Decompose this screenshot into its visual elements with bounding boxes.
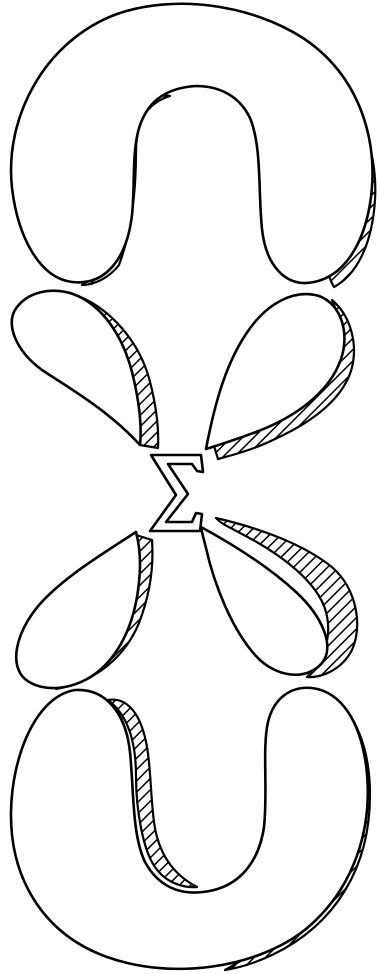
lower-left-teardrop-outline — [16, 532, 140, 688]
lower-right-teardrop-outline — [201, 527, 327, 675]
upper-left-teardrop-outline — [12, 291, 141, 445]
top-u-lobe — [11, 4, 375, 287]
lower-left-teardrop-lobe — [16, 532, 152, 689]
bottom-u-lobe — [11, 688, 370, 970]
lower-right-teardrop-lobe — [201, 518, 357, 677]
sigma-center: Σ — [150, 451, 215, 541]
upper-right-teardrop-lobe — [206, 294, 354, 459]
top-u-lobe-outline — [11, 4, 372, 283]
upper-left-teardrop-lobe — [12, 291, 158, 448]
